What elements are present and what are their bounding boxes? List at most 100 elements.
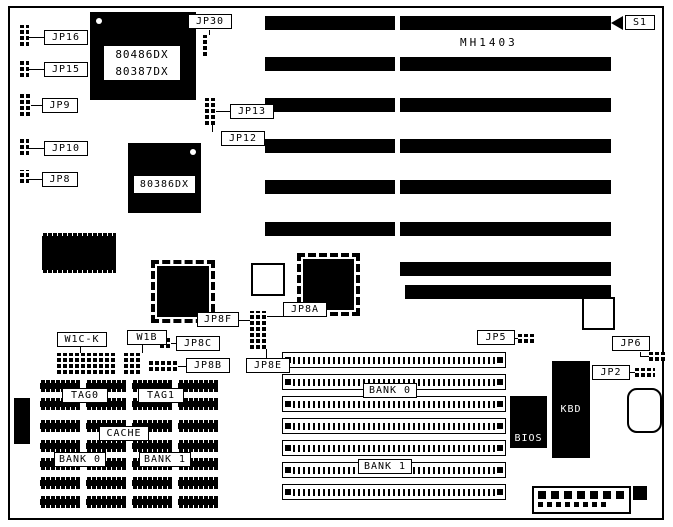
cache-chip	[178, 398, 218, 410]
cache-chip	[132, 496, 172, 508]
isa-slot-1-right	[400, 16, 611, 30]
label-jp8c: JP8C	[176, 336, 220, 351]
isa-slot-8	[405, 285, 611, 299]
cache-chip	[40, 477, 80, 489]
bios-chip: BIOS	[510, 396, 547, 448]
lead-line	[630, 372, 635, 373]
simm-socket	[282, 396, 506, 412]
jumper-jp13-jp12	[205, 98, 216, 125]
pin1-dot	[190, 149, 196, 155]
label-cache: CACHE	[99, 426, 149, 441]
cache-chip	[40, 440, 80, 452]
cache-chip	[178, 440, 218, 452]
lead-line	[29, 69, 44, 70]
lead-line	[212, 125, 213, 132]
battery	[627, 388, 662, 433]
jumper-jp8-block	[250, 311, 267, 349]
lead-line	[31, 105, 42, 106]
connector-pin	[592, 502, 597, 507]
connector-pin	[583, 502, 588, 507]
cpu-label: 80486DX 80387DX	[104, 46, 180, 80]
chip-80386-label: 80386DX	[134, 176, 195, 193]
connector-pin-row	[538, 502, 625, 507]
connector-pin	[547, 502, 552, 507]
simm-socket	[282, 440, 506, 456]
jumper-jp15	[20, 60, 29, 77]
isa-slot-5-right	[400, 180, 611, 194]
s1-arrow-icon	[611, 16, 623, 30]
label-jp15: JP15	[44, 62, 88, 77]
label-jp8b: JP8B	[186, 358, 230, 373]
label-jp6: JP6	[612, 336, 650, 351]
isa-slot-3-right	[400, 98, 611, 112]
pin1-dot	[96, 18, 102, 24]
cache-chip	[178, 420, 218, 432]
isa-slot-2-right	[400, 57, 611, 71]
label-jp13: JP13	[230, 104, 274, 119]
label-jp9: JP9	[42, 98, 78, 113]
socketed-chip	[582, 297, 615, 330]
cache-chip	[86, 496, 126, 508]
label-w1b: W1B	[127, 330, 167, 345]
lead-line	[239, 320, 250, 321]
connector-pin	[556, 502, 561, 507]
connector-pin-row	[538, 491, 625, 499]
connector-pin	[601, 502, 606, 507]
cache-chip	[40, 420, 80, 432]
lead-line	[171, 343, 176, 344]
connector-pin	[538, 491, 546, 499]
jumper-w1c-w1k	[57, 353, 116, 374]
cache-chip	[178, 496, 218, 508]
label-cache-bank1: BANK 1	[139, 452, 191, 467]
jumper-jp30	[203, 35, 208, 56]
jumper-jp8b	[149, 361, 178, 371]
label-tag1: TAG1	[138, 388, 184, 403]
cache-chip	[132, 440, 172, 452]
label-jp2: JP2	[592, 365, 630, 380]
lead-line	[142, 345, 143, 353]
connector-pin	[616, 491, 624, 499]
connector-pin	[574, 502, 579, 507]
qfp-chip-right	[297, 253, 360, 316]
connector-pin	[538, 502, 543, 507]
jumper-jp2	[635, 368, 655, 377]
simm-socket	[282, 352, 506, 368]
cache-chip-vertical	[14, 398, 30, 444]
label-jp10: JP10	[44, 141, 88, 156]
lead-line	[178, 366, 186, 367]
cache-chip	[132, 477, 172, 489]
jumper-jp16	[20, 25, 29, 46]
isa-slot-6-left	[265, 222, 395, 236]
isa-slot-5-left	[265, 180, 395, 194]
qfp-die	[303, 259, 354, 310]
label-jp8f: JP8F	[197, 312, 239, 327]
label-jp8: JP8	[42, 172, 78, 187]
dip-chip	[42, 233, 116, 273]
label-jp12: JP12	[221, 131, 265, 146]
keyboard-connector	[633, 486, 647, 500]
label-tag0: TAG0	[62, 388, 108, 403]
connector-pin	[590, 491, 598, 499]
cache-chip	[86, 440, 126, 452]
lead-line	[515, 338, 518, 339]
cache-chip	[86, 477, 126, 489]
lead-line	[209, 30, 210, 35]
jumper-jp6	[649, 352, 665, 361]
cache-chip	[40, 496, 80, 508]
label-simm-bank0: BANK 0	[363, 383, 417, 398]
connector-pin	[564, 491, 572, 499]
label-jp16: JP16	[44, 30, 88, 45]
lead-line	[29, 37, 44, 38]
isa-slot-1-left	[265, 16, 395, 30]
cpu-label-line1: 80486DX	[115, 48, 169, 61]
lead-line	[216, 111, 230, 112]
label-w1ck: W1C-K	[57, 332, 107, 347]
isa-slot-4-right	[400, 139, 611, 153]
connector-pin	[603, 491, 611, 499]
lead-line	[80, 347, 81, 353]
label-jp5: JP5	[477, 330, 515, 345]
simm-socket	[282, 484, 506, 500]
lead-line	[267, 316, 283, 317]
board-model: MH1403	[460, 36, 518, 49]
isa-slot-4-left	[265, 139, 395, 153]
